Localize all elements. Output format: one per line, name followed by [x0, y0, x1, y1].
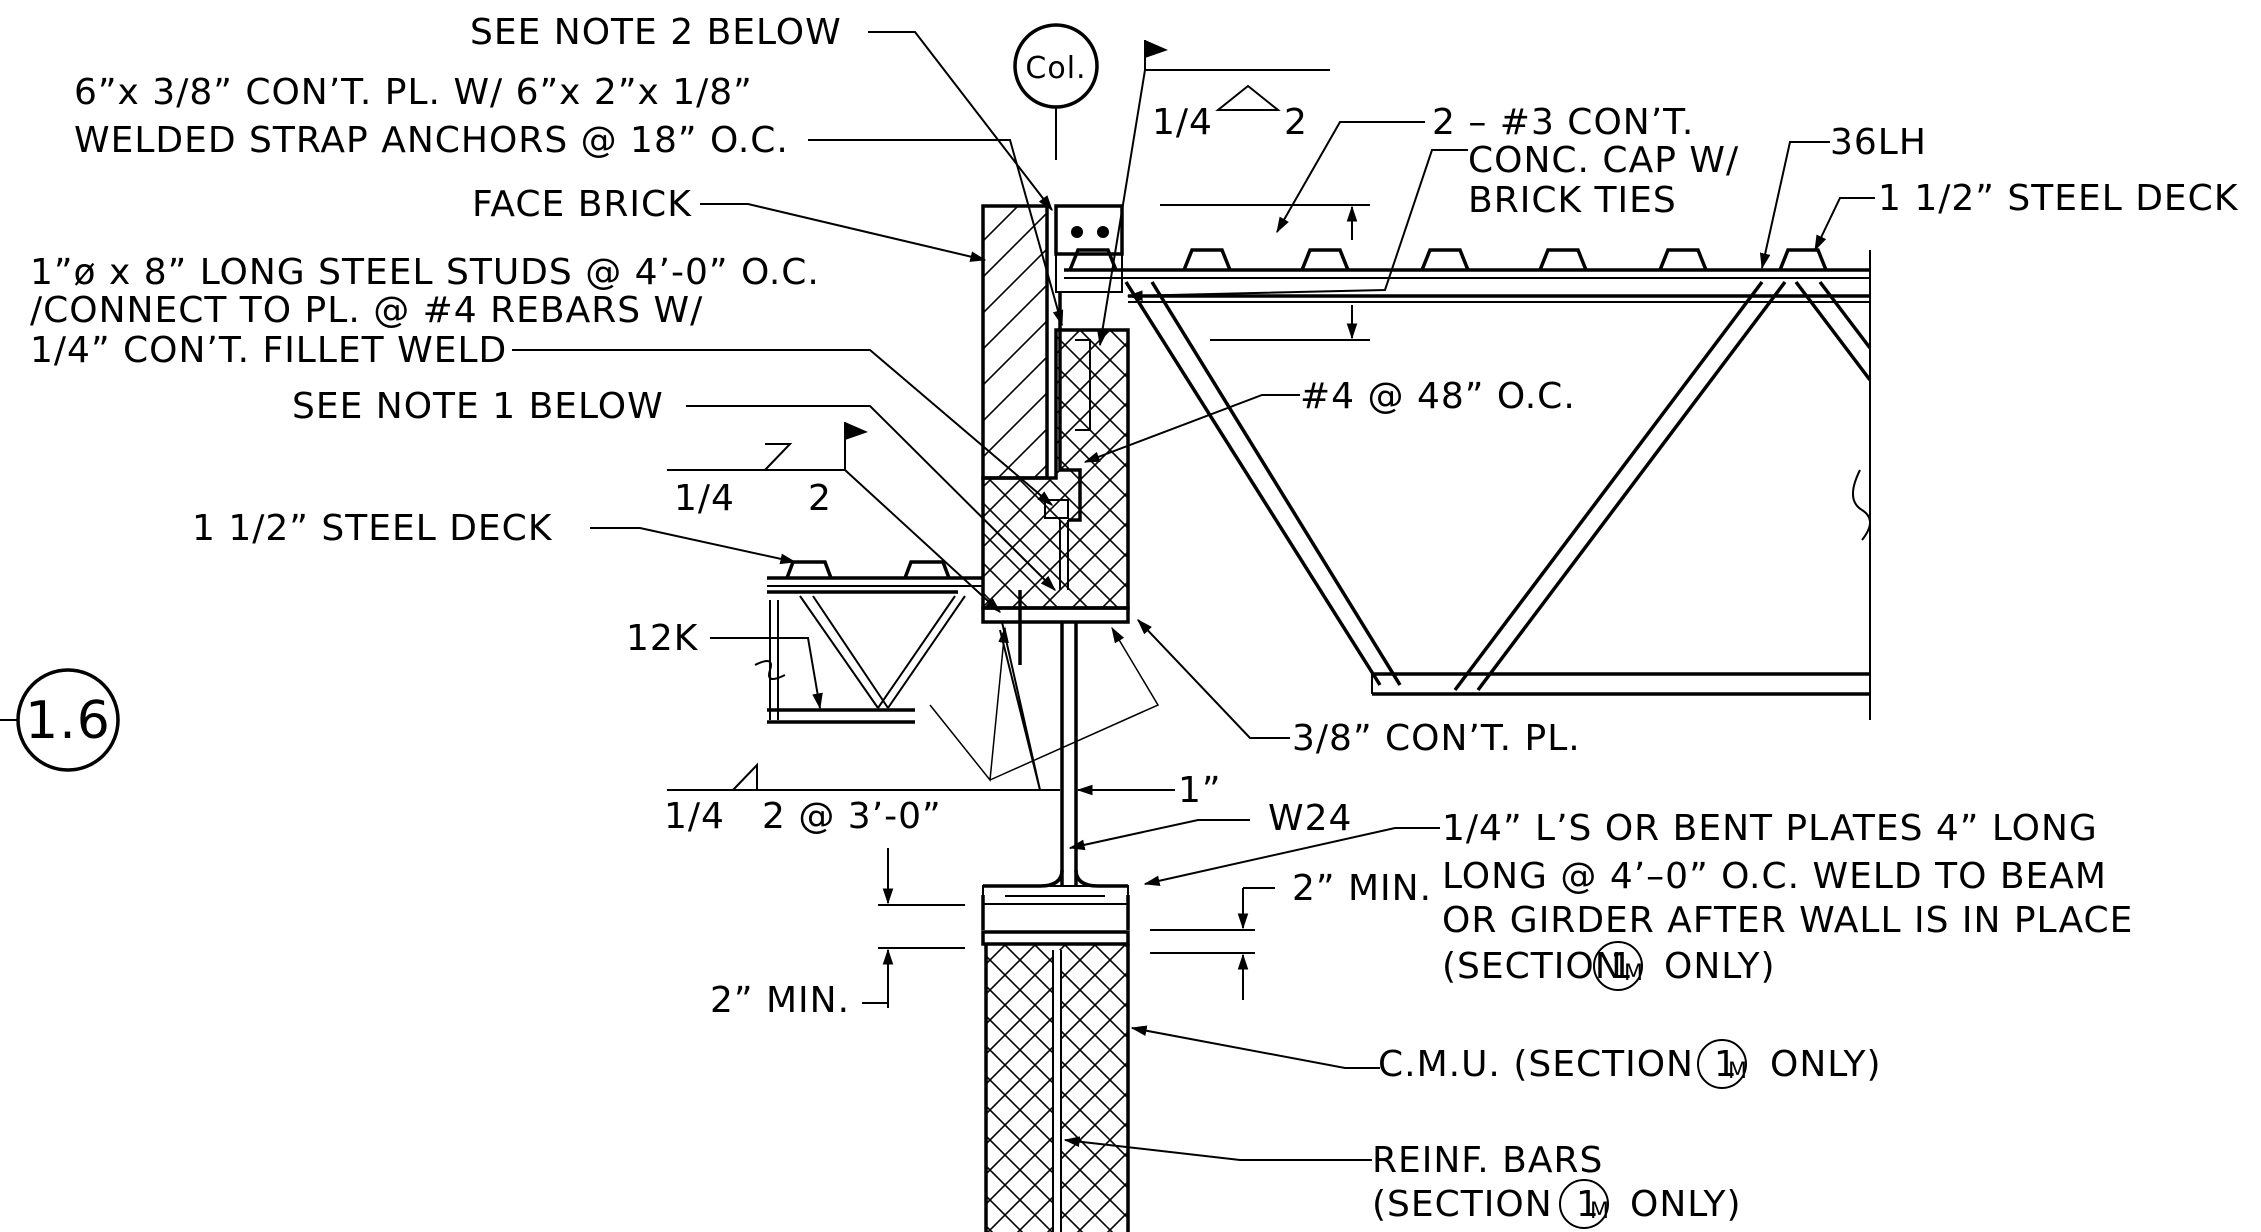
leader-see-note-1: [686, 405, 1056, 591]
label-face-brick: FACE BRICK: [472, 184, 692, 225]
joist-12k: [754, 590, 966, 724]
leader-rebar-cap: [1276, 121, 1425, 234]
label-plate-line2: WELDED STRAP ANCHORS @ 18” O.C.: [74, 120, 789, 161]
leader-studs: [512, 349, 1054, 506]
label-min-right: 2” MIN.: [1292, 868, 1432, 909]
label-steel-deck-right: 1 1/2” STEEL DECK: [1878, 178, 2239, 219]
leader-w24: [1068, 819, 1250, 851]
leader-36lh: [1759, 141, 1830, 270]
label-rebar-cap: 2 – #3 CON’T.: [1432, 102, 1694, 143]
label-see-note-2: SEE NOTE 2 BELOW: [470, 12, 842, 53]
concrete-cap: [1054, 204, 1124, 293]
leader-cmu: [1130, 1025, 1380, 1069]
label-studs-line1: 1”ø x 8” LONG STEEL STUDS @ 4’-0” O.C.: [30, 252, 820, 293]
svg-text:M: M: [1728, 1059, 1748, 1084]
svg-text:M: M: [1624, 961, 1644, 986]
label-cmu-post: ONLY): [1770, 1044, 1882, 1085]
label-reinf-2-post: ONLY): [1630, 1184, 1742, 1225]
weld-arrow-right: [989, 626, 1160, 781]
label-reinf-1: REINF. BARS: [1372, 1140, 1603, 1181]
dim-2in-left: [862, 848, 965, 1008]
leader-right-deck: [1814, 197, 1875, 252]
section-mark-angles: 1 M: [1593, 941, 1644, 991]
continuous-plate: [981, 590, 1130, 665]
label-12k: 12K: [626, 618, 699, 659]
label-conc-cap-2: BRICK TIES: [1468, 180, 1677, 221]
leader-rebar-48: [1083, 394, 1300, 463]
label-w24: W24: [1268, 798, 1352, 839]
leader-left-deck: [590, 527, 797, 565]
section-ref-label: 1.6: [25, 691, 111, 751]
label-plate-line1: 6”x 3/8” CON’T. PL. W/ 6”x 2”x 1/8”: [74, 72, 753, 113]
strap-anchor: [1044, 292, 1091, 590]
leader-cont-plate: [1137, 619, 1290, 739]
label-reinf-2-pre: (SECTION: [1372, 1184, 1553, 1225]
section-mark-reinf: 1 M: [1559, 1179, 1610, 1229]
dim-cap-height: [1160, 204, 1370, 341]
section-mark-cmu: 1 M: [1697, 1039, 1748, 1089]
label-rebar-48: #4 @ 48” O.C.: [1300, 376, 1576, 417]
weld-arrow-left: [929, 626, 1009, 782]
weld-symbol-bottom: [667, 621, 1041, 791]
leader-plate: [808, 139, 1064, 327]
left-steel-deck: [767, 560, 983, 587]
leader-face-brick: [700, 203, 987, 262]
weld-left-length: 2: [808, 478, 832, 519]
dim-2in-right: [1150, 887, 1275, 1000]
leader-reinf: [1063, 1136, 1372, 1161]
leader-angles: [1143, 827, 1440, 886]
label-studs-line3: 1/4” CON’T. FILLET WELD: [30, 330, 507, 371]
section-ref-bubble: [0, 668, 120, 772]
label-gap-1in: 1”: [1178, 770, 1222, 811]
label-conc-cap-1: CONC. CAP W/: [1468, 140, 1739, 181]
label-see-note-1: SEE NOTE 1 BELOW: [292, 386, 664, 427]
cmu-lower: [981, 930, 1130, 1232]
label-angles-3: OR GIRDER AFTER WALL IS IN PLACE: [1442, 900, 2133, 941]
label-cont-plate: 3/8” CON’T. PL.: [1292, 718, 1581, 759]
label-angles-4-pre: (SECTION: [1442, 946, 1623, 987]
right-steel-deck: [1064, 248, 1870, 279]
weld-symbol-top: [1097, 40, 1330, 347]
joist-36lh: [1124, 250, 1872, 720]
w24-beam: [981, 622, 1130, 930]
label-angles-1: 1/4” L’S OR BENT PLATES 4” LONG: [1442, 808, 2098, 849]
weld-bottom-size: 1/4: [664, 796, 725, 837]
face-brick: [981, 204, 1049, 480]
label-angles-2: LONG @ 4’–0” O.C. WELD TO BEAM: [1442, 856, 2107, 897]
weld-left-size: 1/4: [674, 478, 735, 519]
leader-see-note-2: [868, 31, 1053, 212]
column-bubble: [1013, 23, 1099, 160]
label-min-left: 2” MIN.: [710, 980, 850, 1021]
svg-text:1: 1: [1714, 1044, 1738, 1085]
label-cmu-pre: C.M.U. (SECTION: [1378, 1044, 1694, 1085]
leader-conc-cap: [1126, 149, 1468, 301]
label-36lh: 36LH: [1830, 122, 1927, 163]
weld-bottom-spacing: 2 @ 3’-0”: [762, 796, 942, 837]
label-angles-4-post: ONLY): [1664, 946, 1776, 987]
weld-top-length: 2: [1284, 102, 1308, 143]
svg-text:1: 1: [1610, 946, 1634, 987]
svg-text:M: M: [1590, 1199, 1610, 1224]
label-studs-line2: /CONNECT TO PL. @ #4 REBARS W/: [30, 290, 703, 331]
label-steel-deck-left: 1 1/2” STEEL DECK: [192, 508, 553, 549]
weld-symbol-left: [667, 422, 1001, 613]
leader-12k: [710, 637, 823, 710]
weld-triangle-bottom: [732, 762, 758, 791]
svg-text:1: 1: [1576, 1184, 1600, 1225]
column-tag: Col.: [1025, 51, 1086, 86]
weld-top-size: 1/4: [1152, 102, 1213, 143]
